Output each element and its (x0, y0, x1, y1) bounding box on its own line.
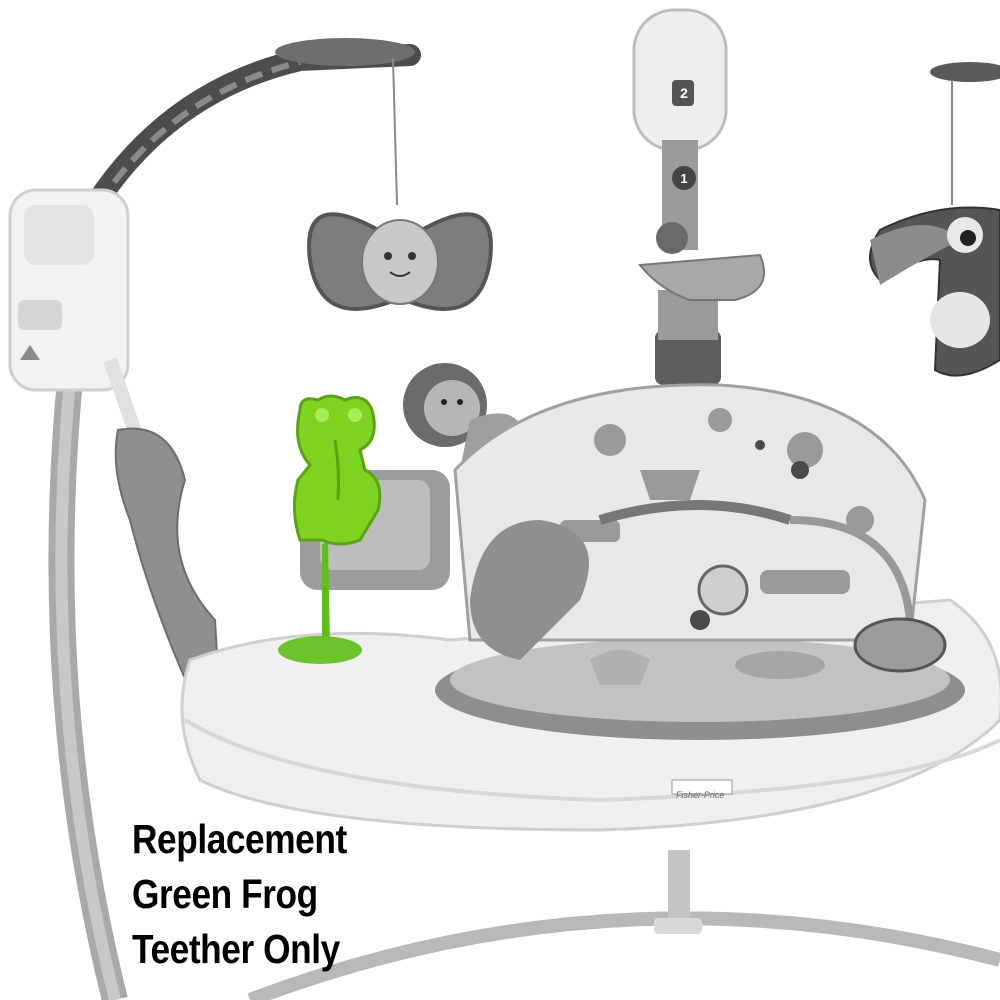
control-box (8, 188, 130, 392)
green-frog-teether (278, 394, 382, 664)
center-pole (632, 8, 728, 385)
giraffe-toy (638, 222, 765, 301)
toucan-toy (869, 62, 1000, 377)
left-toy-arm (84, 38, 421, 216)
butterfly-toy (307, 212, 493, 311)
caption-line-2: Green Frog (132, 871, 318, 917)
stand-frame (48, 378, 1000, 1000)
product-caption: Replacement Green Frog Teether Only (132, 812, 347, 977)
caption-line-3: Teether Only (132, 926, 340, 972)
tray-toys (470, 500, 947, 685)
brand-logo-text: Fisher-Price (676, 790, 725, 800)
caption-line-1: Replacement (132, 816, 347, 862)
brand-logo (671, 779, 733, 795)
